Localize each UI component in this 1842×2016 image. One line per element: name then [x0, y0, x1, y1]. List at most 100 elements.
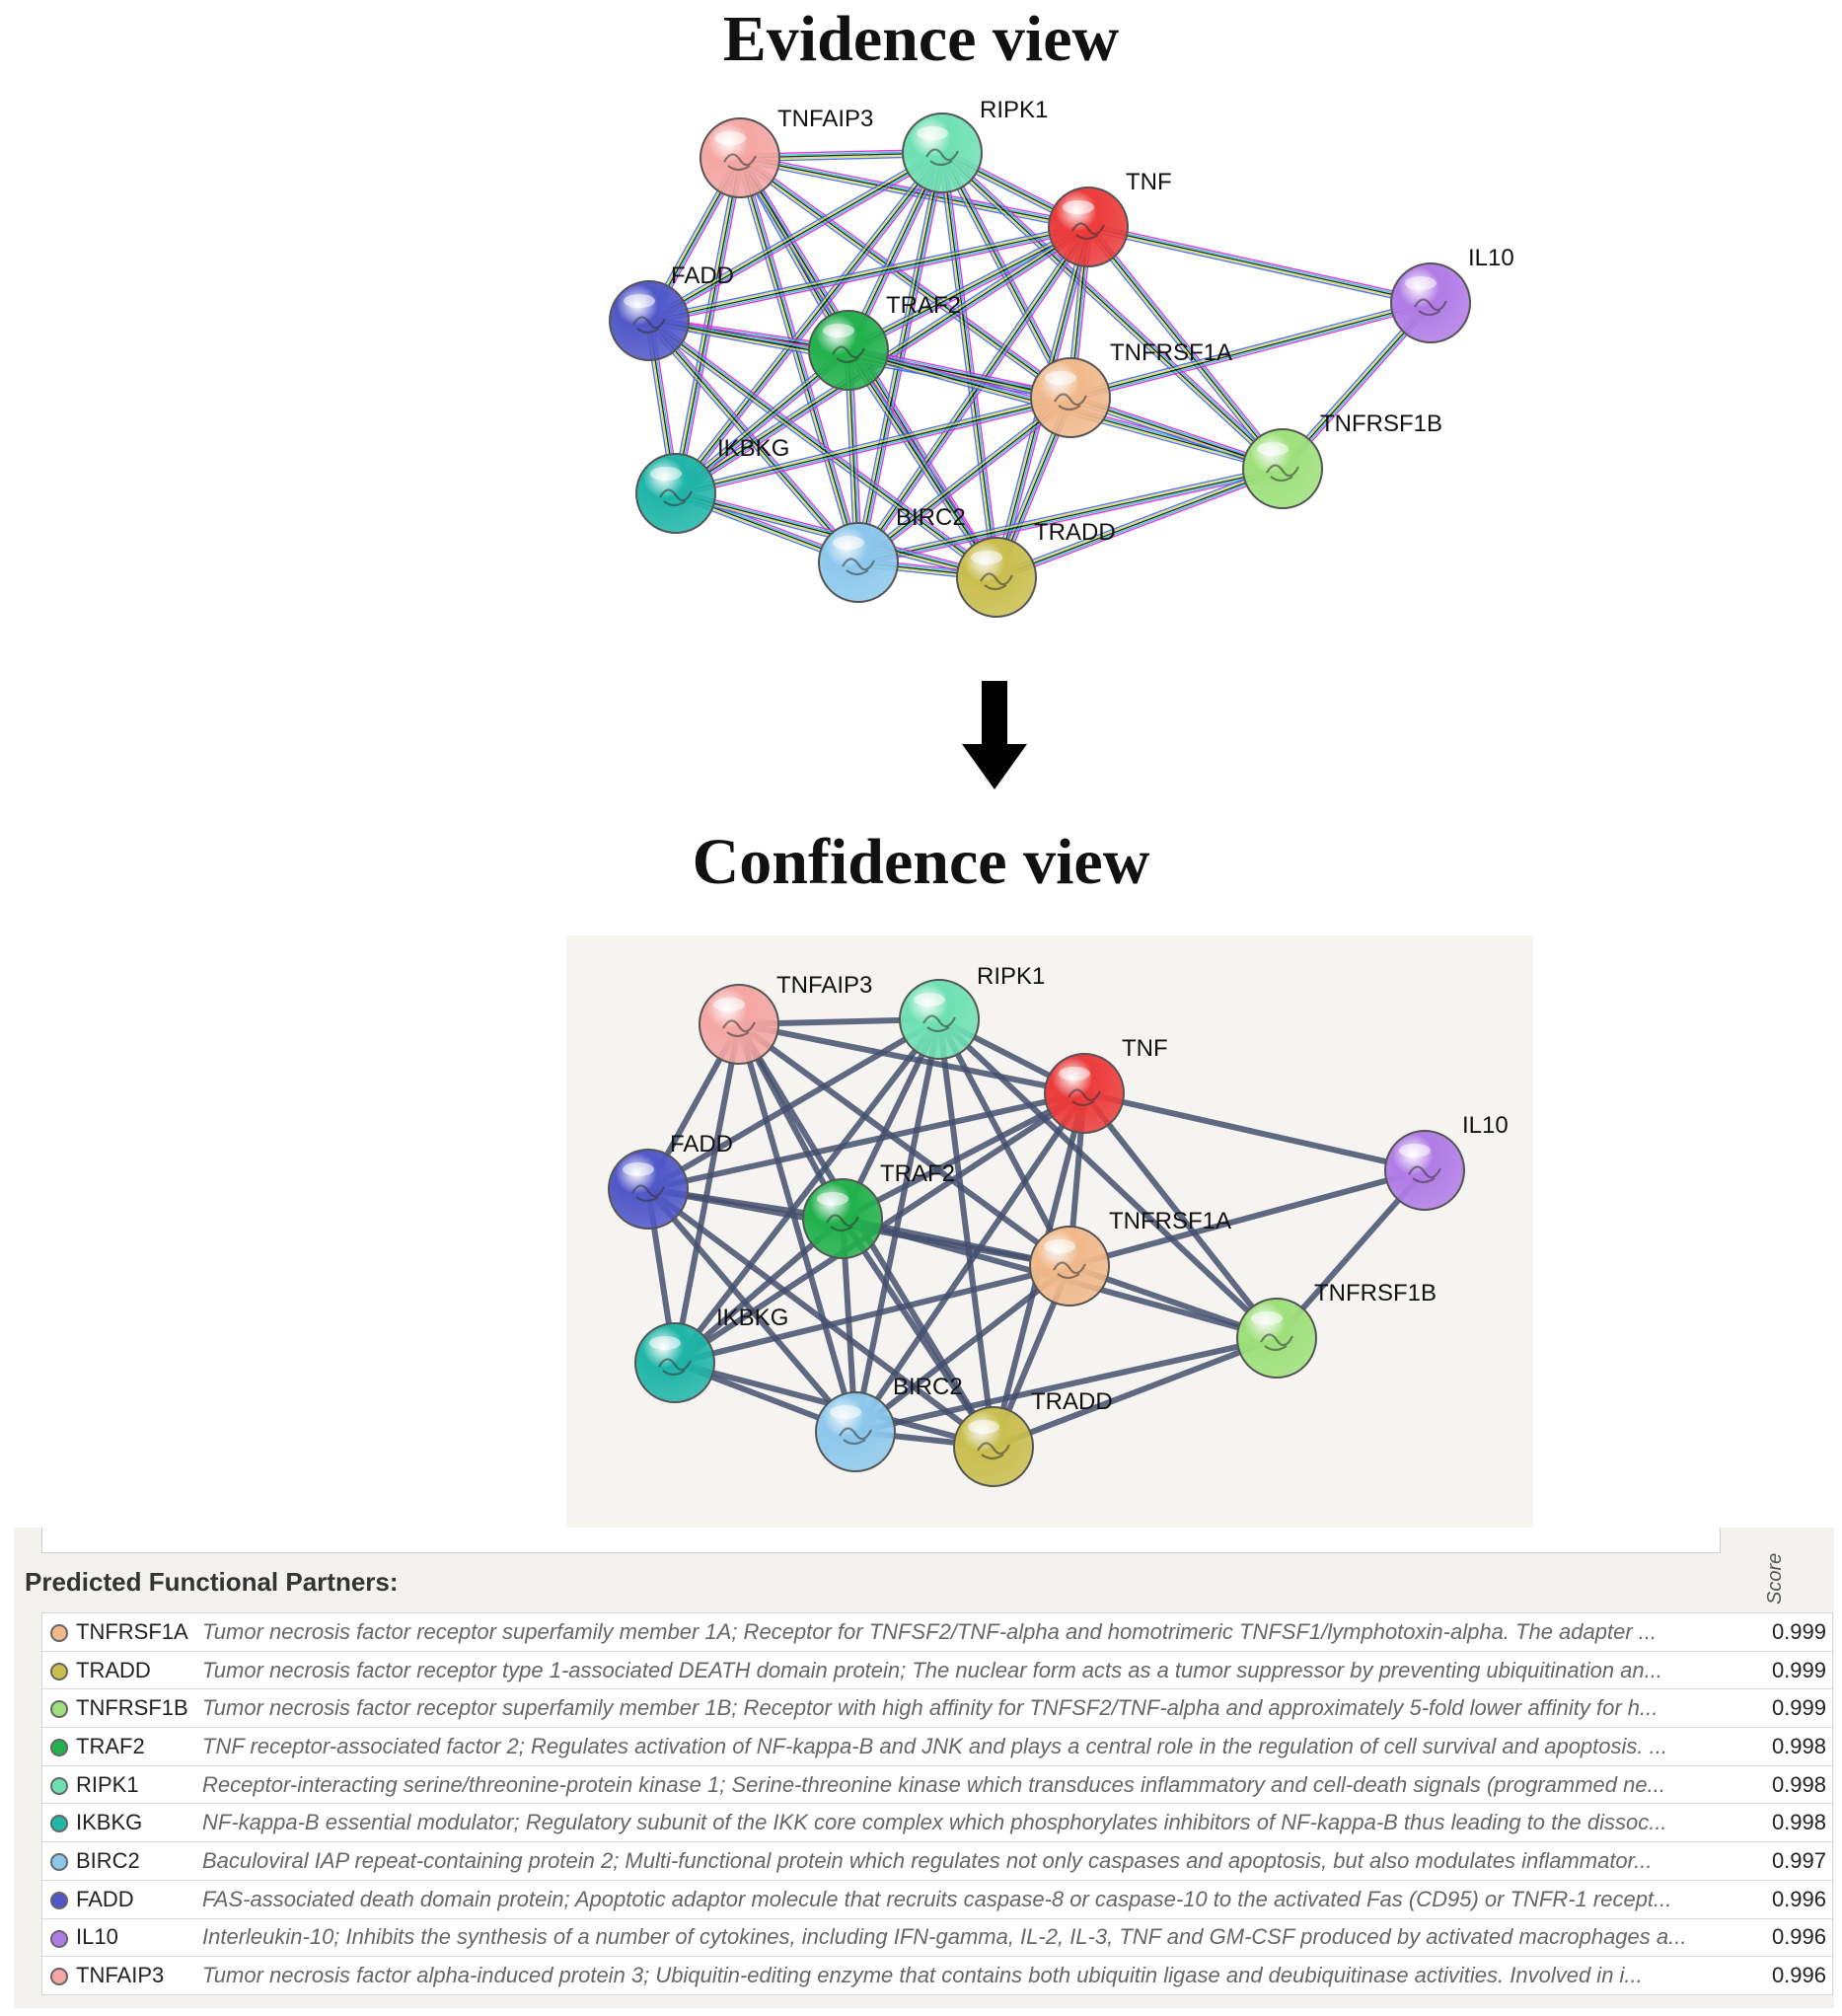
node-birc2[interactable]: BIRC2 [818, 504, 966, 603]
node-tnf[interactable]: TNF [1044, 1035, 1168, 1134]
node-circle-tnfrsf1b[interactable] [1242, 428, 1323, 509]
evidence-edge-RIPK1-TRADD [941, 152, 997, 578]
evidence-edge-TNFAIP3-BIRC2 [741, 157, 861, 562]
node-label-ikbkg: IKBKG [717, 435, 789, 462]
node-highlight [713, 998, 745, 1011]
node-highlight [817, 1192, 848, 1206]
node-birc2[interactable]: BIRC2 [815, 1374, 963, 1472]
node-tnf[interactable]: TNF [1048, 169, 1172, 267]
evidence-edge-FADD-TRADD [650, 317, 999, 575]
node-circle-tradd[interactable] [956, 537, 1037, 618]
node-circle-birc2[interactable] [818, 522, 899, 603]
node-circle-birc2[interactable] [815, 1391, 896, 1472]
protein-structure-icon [839, 1427, 872, 1446]
node-circle-tnfrsf1a[interactable] [1029, 1226, 1110, 1307]
confidence-edge-TNFRSF1B-TRADD [991, 1335, 1280, 1450]
evidence-edge-TNFAIP3-TNFRSF1A [741, 154, 1073, 396]
node-circle-tradd[interactable] [953, 1406, 1034, 1487]
node-highlight [714, 131, 746, 145]
evidence-edge-TNF-FADD [648, 226, 1089, 322]
partner-color-dot-icon [50, 1968, 68, 1986]
node-ripk1[interactable]: RIPK1 [902, 97, 1048, 193]
evidence-edge-TNF-TRAF2 [847, 224, 1088, 350]
evidence-edge-RIPK1-TRADD [937, 153, 995, 578]
partner-description: Interleukin-10; Inhibits the synthesis o… [202, 1917, 1757, 1958]
node-fadd[interactable]: FADD [609, 262, 734, 361]
evidence-edge-TNFRSF1B-TRADD [995, 466, 1283, 576]
node-tnfrsf1b[interactable]: TNFRSF1B [1236, 1280, 1437, 1379]
node-circle-traf2[interactable] [808, 310, 889, 391]
partner-gene[interactable]: IKBKG [76, 1803, 202, 1843]
node-label-traf2: TRAF2 [886, 292, 961, 319]
node-ikbkg[interactable]: IKBKG [635, 435, 789, 534]
node-tnfrsf1a[interactable]: TNFRSF1A [1030, 339, 1232, 438]
partner-color-dot-icon [50, 1891, 68, 1909]
evidence-edge-FADD-BIRC2 [648, 320, 859, 563]
partner-gene[interactable]: TRADD [76, 1650, 202, 1690]
node-circle-ikbkg[interactable] [634, 1322, 715, 1403]
node-fadd[interactable]: FADD [608, 1131, 733, 1230]
node-il10[interactable]: IL10 [1390, 245, 1514, 343]
node-circle-tnfaip3[interactable] [700, 117, 780, 198]
node-circle-il10[interactable] [1390, 262, 1471, 343]
node-traf2[interactable]: TRAF2 [802, 1160, 955, 1259]
node-circle-ripk1[interactable] [899, 979, 980, 1060]
partner-gene[interactable]: TNFRSF1B [76, 1688, 202, 1729]
evidence-edge-TNFAIP3-BIRC2 [742, 156, 863, 562]
evidence-edges [644, 148, 1435, 582]
evidence-edge-RIPK1-FADD [650, 155, 945, 325]
node-tradd[interactable]: TRADD [953, 1388, 1113, 1487]
partner-gene[interactable]: TNFAIP3 [76, 1956, 202, 1995]
protein-structure-icon [631, 1184, 665, 1203]
partner-gene[interactable]: BIRC2 [76, 1841, 202, 1881]
confidence-edge-TNF-TRAF2 [840, 1090, 1087, 1222]
partners-heading: Predicted Functional Partners: [25, 1567, 399, 1597]
partner-gene[interactable]: RIPK1 [76, 1764, 202, 1805]
evidence-edge-TNF-TNFRSF1B [1087, 226, 1284, 470]
evidence-edge-TNF-TNFRSF1B [1086, 227, 1283, 471]
node-circle-fadd[interactable] [608, 1149, 689, 1230]
node-circle-ripk1[interactable] [902, 112, 983, 193]
node-tnfrsf1a[interactable]: TNFRSF1A [1029, 1208, 1231, 1307]
node-circle-il10[interactable] [1384, 1130, 1465, 1211]
partner-description: NF-kappa-B essential modulator; Regulato… [202, 1803, 1757, 1843]
node-tnfrsf1b[interactable]: TNFRSF1B [1242, 411, 1442, 509]
node-il10[interactable]: IL10 [1384, 1112, 1509, 1211]
node-traf2[interactable]: TRAF2 [808, 292, 961, 391]
node-circle-tnf[interactable] [1048, 187, 1129, 267]
node-circle-tnfrsf1b[interactable] [1236, 1298, 1317, 1379]
partner-gene[interactable]: TNFRSF1A [76, 1612, 202, 1652]
protein-structure-icon [1260, 1333, 1293, 1352]
node-ripk1[interactable]: RIPK1 [899, 963, 1045, 1060]
node-ikbkg[interactable]: IKBKG [634, 1305, 788, 1403]
partner-gene[interactable]: TRAF2 [76, 1727, 202, 1766]
node-circle-tnfrsf1a[interactable] [1030, 357, 1111, 438]
node-highlight [1045, 371, 1076, 385]
node-tnfaip3[interactable]: TNFAIP3 [699, 972, 872, 1065]
partner-gene[interactable]: IL10 [76, 1917, 202, 1958]
partner-color-dot-icon [50, 1739, 68, 1757]
node-circle-ikbkg[interactable] [635, 453, 716, 534]
node-circle-tnf[interactable] [1044, 1053, 1125, 1134]
node-circle-tnfaip3[interactable] [699, 984, 779, 1065]
confidence-edge-TNFRSF1B-BIRC2 [852, 1335, 1280, 1435]
node-circle-traf2[interactable] [802, 1178, 883, 1259]
partner-color-dot-icon [50, 1929, 68, 1948]
partner-gene[interactable]: FADD [76, 1879, 202, 1919]
confidence-edge-FADD-BIRC2 [645, 1186, 858, 1435]
node-tradd[interactable]: TRADD [956, 519, 1116, 618]
node-tnfaip3[interactable]: TNFAIP3 [700, 106, 873, 198]
partner-description: Tumor necrosis factor alpha-induced prot… [202, 1956, 1757, 1995]
node-circle-fadd[interactable] [609, 280, 690, 361]
